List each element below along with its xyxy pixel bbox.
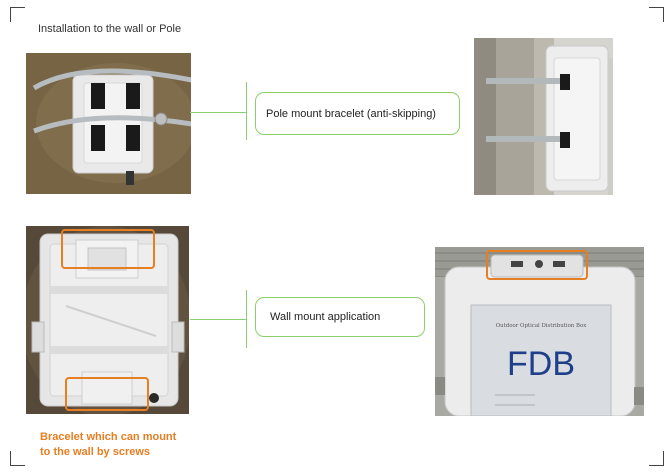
- photo-wall-mount-back: [26, 226, 189, 414]
- page-title: Installation to the wall or Pole: [38, 23, 182, 35]
- bracelet-caption-line-1: Bracelet which can mount: [40, 431, 177, 443]
- corner-mark-bottom-left: [10, 451, 25, 466]
- callout-wall-mount: Wall mount application: [255, 297, 425, 337]
- corner-mark-top-right: [649, 7, 664, 22]
- connector-line-pole: [190, 112, 246, 113]
- corner-mark-top-left: [10, 7, 25, 22]
- fdb-logo: FDB: [507, 345, 575, 383]
- callout-wall-mount-text: Wall mount application: [270, 311, 381, 323]
- corner-mark-bottom-right: [649, 451, 664, 466]
- connector-bar-wall: [246, 290, 247, 348]
- connector-line-wall: [190, 319, 246, 320]
- callout-pole-mount: Pole mount bracelet (anti-skipping): [255, 92, 460, 135]
- bracelet-caption: Bracelet which can mount to the wall by …: [40, 430, 176, 460]
- photo-pole-mounted-box: [474, 38, 613, 195]
- fdb-heading: Outdoor Optical Distribution Box: [496, 323, 587, 329]
- bracelet-caption-line-2: to the wall by screws: [40, 446, 151, 458]
- photo-pole-bracelet-box: [26, 53, 191, 194]
- callout-pole-mount-text: Pole mount bracelet (anti-skipping): [266, 107, 436, 120]
- connector-bar-pole: [246, 82, 247, 140]
- photo-fdb-box-front: Outdoor Optical Distribution Box FDB: [435, 247, 644, 416]
